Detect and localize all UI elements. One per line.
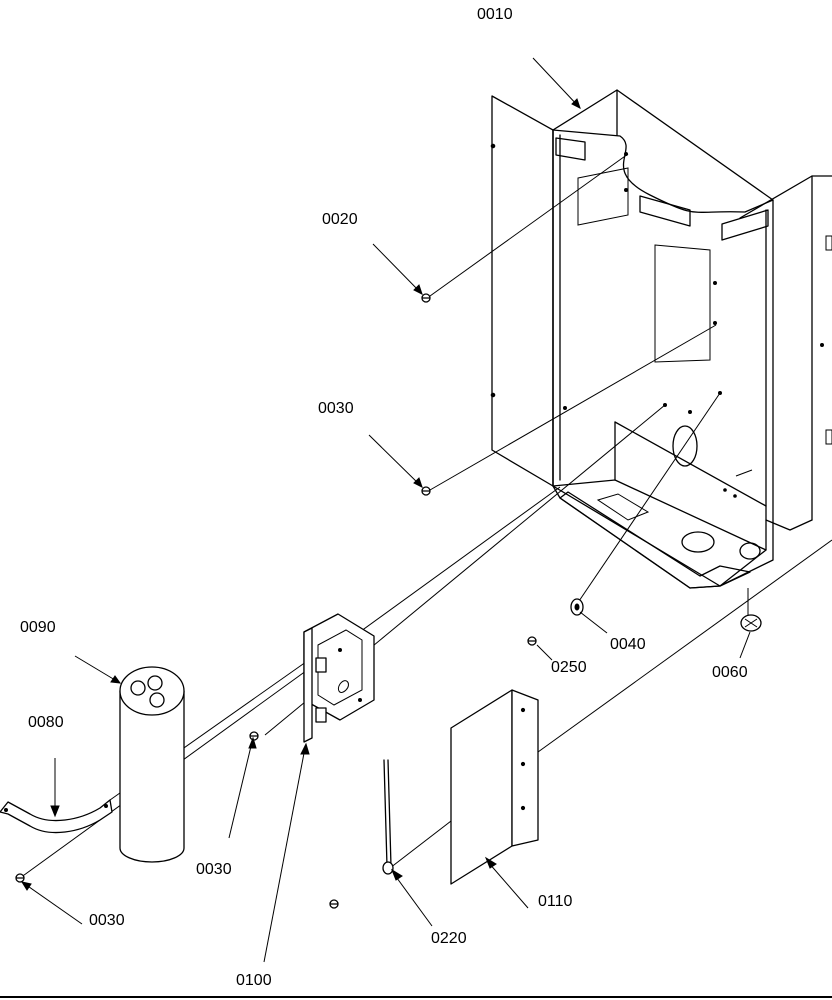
grommet-0060 [740, 614, 762, 632]
label-0220: 0220 [431, 930, 467, 947]
screw-0030-upper [421, 486, 431, 496]
label-0090: 0090 [20, 619, 56, 636]
strap-0080 [0, 799, 113, 834]
label-0080: 0080 [28, 714, 64, 731]
screw-0030-mid [249, 731, 259, 741]
cover-plate-0110 [450, 689, 539, 885]
label-0060: 0060 [712, 664, 748, 681]
screw-0250 [527, 636, 537, 646]
cabinet-body [552, 89, 774, 587]
capacitor-0090 [119, 666, 185, 863]
label-0030-upper: 0030 [318, 400, 354, 417]
label-0040: 0040 [610, 636, 646, 653]
side-panel [739, 175, 832, 531]
screw-0020 [421, 293, 431, 303]
label-0250: 0250 [551, 659, 587, 676]
part-labels: 0010 0020 0030 0090 0080 0040 0250 0060 … [20, 6, 748, 989]
callout-arrows [20, 57, 751, 963]
label-0030-lower: 0030 [89, 912, 125, 929]
screw-bottom [329, 899, 339, 909]
bracket-0100 [303, 613, 375, 743]
washer-0040 [570, 598, 584, 616]
label-0020: 0020 [322, 211, 358, 228]
cable-tie-0220 [382, 759, 394, 875]
label-0030-mid: 0030 [196, 861, 232, 878]
cabinet-assembly [490, 89, 774, 589]
label-0110: 0110 [538, 893, 573, 910]
screw-0030-lower [15, 873, 25, 883]
label-0100: 0100 [236, 972, 272, 989]
cabinet-left-flange [491, 95, 554, 487]
label-0010: 0010 [477, 6, 513, 23]
